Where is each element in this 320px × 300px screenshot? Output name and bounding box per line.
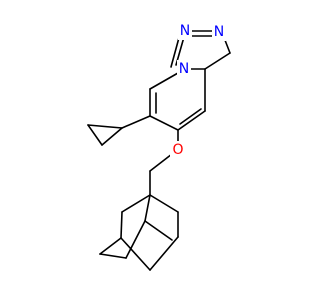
bond-ring-cyclopropyl (121, 115, 151, 129)
bond-adamantane-1 (121, 194, 151, 213)
chemical-structure-canvas: N N N O (87, 22, 231, 271)
bond-adamantane-4 (120, 211, 123, 239)
bond-adamantane-10 (99, 253, 127, 259)
bond-c-ether-ch (177, 110, 206, 131)
oxygen-label: O (172, 142, 183, 158)
atom-label-o1: O (170, 141, 186, 159)
atom-label-n2: N (212, 23, 226, 41)
bond-adamantane-3 (144, 194, 151, 222)
bond-cyclopropyl-c (101, 127, 123, 146)
bond-cyclopropyl-a (87, 124, 123, 129)
nitrogen-label-1: N (180, 23, 190, 39)
atom-label-n3: N (177, 60, 191, 78)
molecule-drawing: N N N O (87, 22, 231, 271)
bond-adamantane-7 (99, 237, 122, 255)
nitrogen-label-3: N (179, 61, 189, 77)
bond-o-ch2 (149, 153, 173, 172)
bond-bridge-c-n (204, 52, 231, 70)
bond-cyclopropyl-b (87, 124, 103, 146)
nitrogen-label-2: N (214, 24, 224, 40)
bond-adamantane-6 (144, 220, 173, 241)
bond-adamantane-9 (149, 236, 179, 271)
bond-adamantane-2 (149, 194, 179, 213)
bond-c-ether-ch-double (179, 108, 202, 125)
bond-c-c-ether (149, 115, 179, 131)
atom-label-n1: N (178, 22, 192, 40)
bond-adamantane-11 (125, 220, 146, 259)
bond-adamantane-8 (120, 237, 151, 271)
